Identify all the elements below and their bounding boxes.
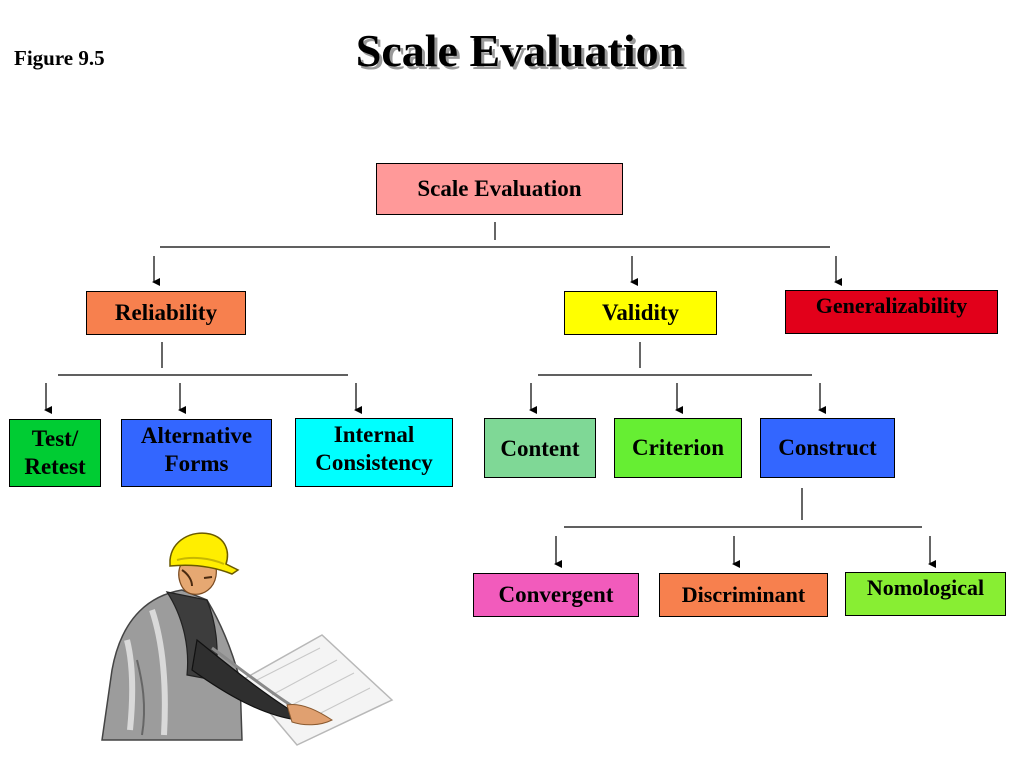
box-construct: Construct [760,418,895,478]
generalizability-label: Generalizability [815,293,968,318]
root-label: Scale Evaluation [417,176,582,202]
reliability-label: Reliability [114,300,218,326]
box-validity: Validity [564,291,717,335]
box-test-retest: Test/ Retest [9,419,101,487]
root-scale-evaluation: Scale Evaluation [376,163,623,215]
box-discriminant: Discriminant [659,573,828,617]
engineer-illustration [101,532,394,746]
box-generalizability: Generalizability [785,290,998,334]
box-criterion: Criterion [614,418,742,478]
nomological-label: Nomological [866,575,985,600]
alternative-forms-label: Alternative Forms [140,423,253,476]
criterion-label: Criterion [632,435,724,461]
box-alternative-forms: Alternative Forms [121,419,272,487]
construct-label: Construct [778,435,877,461]
convergent-label: Convergent [498,582,614,608]
internal-consistency-label: Internal Consistency [315,422,433,475]
discriminant-label: Discriminant [681,581,806,607]
page-title: Scale Evaluation [355,25,685,76]
test-retest-label: Test/ Retest [24,426,86,479]
worker-hand [286,703,333,726]
box-internal-consistency: Internal Consistency [295,418,453,487]
content-label: Content [500,436,580,461]
box-reliability: Reliability [86,291,246,335]
box-convergent: Convergent [473,573,639,617]
box-content: Content [484,418,596,478]
figure-label: Figure 9.5 [14,46,105,70]
blueprint-paper [240,634,394,746]
box-nomological: Nomological [845,572,1006,616]
validity-label: Validity [601,300,680,326]
